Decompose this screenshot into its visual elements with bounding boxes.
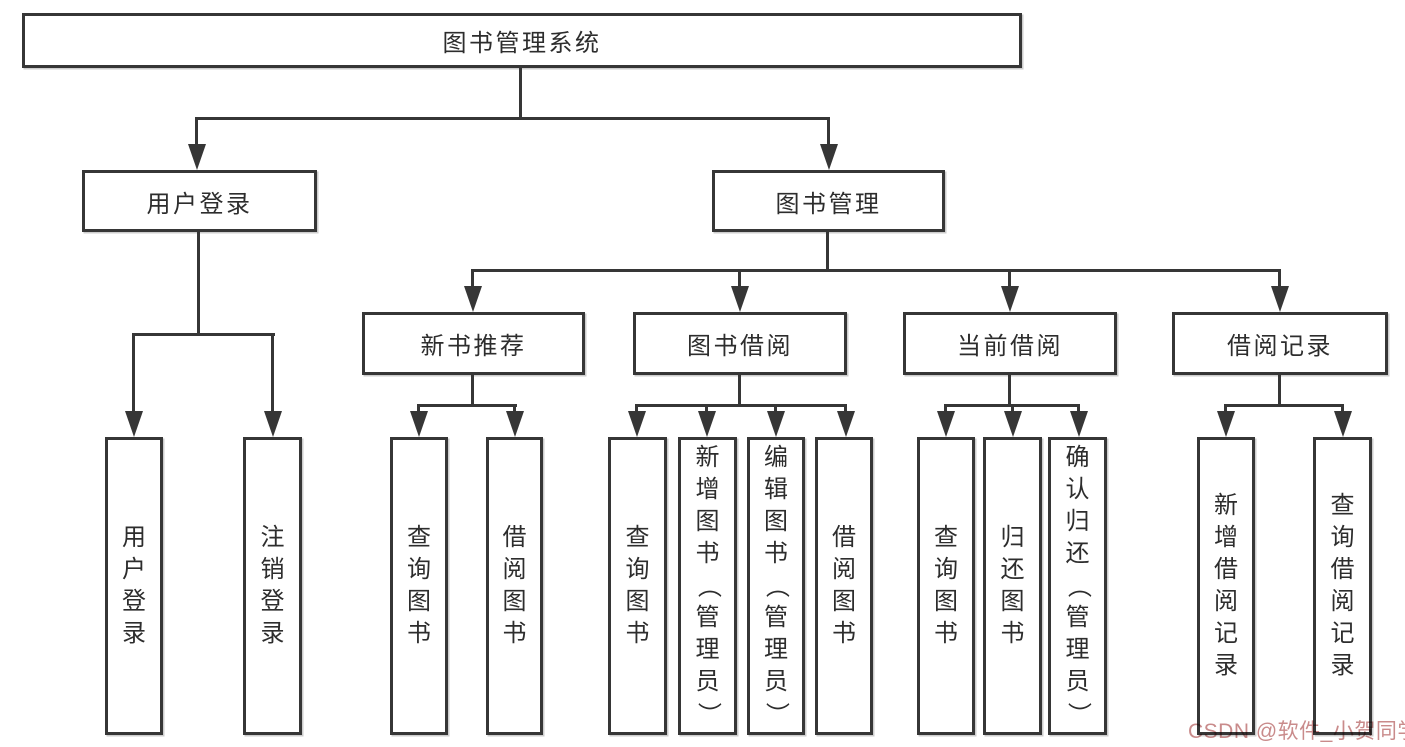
connector <box>635 404 847 407</box>
arrow-down-icon <box>1271 286 1289 312</box>
node-current-borrowing: 当前借阅 <box>903 312 1117 375</box>
node-label: 用户登录 <box>146 190 253 218</box>
node-label: 当前借阅 <box>957 333 1063 360</box>
node-label: 图书管理系统 <box>442 30 602 57</box>
arrow-down-icon <box>1217 411 1235 437</box>
node-user-login: 用户登录 <box>82 170 317 232</box>
arrow-down-icon <box>767 411 785 437</box>
leaf-logout: 注销登录 <box>243 437 302 735</box>
arrow-down-icon <box>410 411 428 437</box>
node-book-borrowing: 图书借阅 <box>633 312 847 375</box>
connector <box>1008 375 1011 407</box>
connector <box>132 333 135 415</box>
leaf-borrow-book: 借阅图书 <box>815 437 873 735</box>
connector <box>738 375 741 407</box>
node-label: 图书管理 <box>775 190 882 218</box>
connector <box>271 333 274 415</box>
arrow-down-icon <box>1070 411 1088 437</box>
node-library-management-system: 图书管理系统 <box>22 13 1022 68</box>
arrow-down-icon <box>698 411 716 437</box>
arrow-down-icon <box>937 411 955 437</box>
node-label: 图书借阅 <box>687 333 793 360</box>
connector <box>196 117 830 120</box>
leaf-add-borrow-record: 新增借阅记录 <box>1197 437 1255 735</box>
leaf-query-books-recommend: 查询图书 <box>390 437 448 735</box>
connector <box>826 232 829 272</box>
node-label: 借阅记录 <box>1227 333 1333 360</box>
csdn-watermark: CSDN @软件_小贺同学 <box>1188 720 1405 743</box>
connector <box>471 269 1281 272</box>
connector <box>197 232 200 336</box>
leaf-add-book-admin: 新增图书（管理员） <box>678 437 737 735</box>
arrow-down-icon <box>1001 286 1019 312</box>
arrow-down-icon <box>464 286 482 312</box>
connector <box>417 404 517 407</box>
arrow-down-icon <box>506 411 524 437</box>
leaf-borrow-books-recommend: 借阅图书 <box>486 437 543 735</box>
node-label: 新书推荐 <box>420 333 527 360</box>
node-book-management: 图书管理 <box>712 170 945 232</box>
arrow-down-icon <box>1334 411 1352 437</box>
arrow-down-icon <box>628 411 646 437</box>
leaf-user-login: 用户登录 <box>105 437 163 735</box>
connector <box>1278 375 1281 407</box>
leaf-query-borrow-record: 查询借阅记录 <box>1313 437 1372 735</box>
connector <box>471 375 474 407</box>
leaf-query-books-current: 查询图书 <box>917 437 975 735</box>
arrow-down-icon <box>264 411 282 437</box>
connector <box>1224 404 1344 407</box>
leaf-query-books-borrowing: 查询图书 <box>608 437 667 735</box>
arrow-down-icon <box>1004 411 1022 437</box>
arrow-down-icon <box>731 286 749 312</box>
connector <box>471 269 474 293</box>
leaf-edit-book-admin: 编辑图书（管理员） <box>747 437 805 735</box>
arrow-down-icon <box>125 411 143 437</box>
connector <box>827 117 830 151</box>
leaf-confirm-return-admin: 确认归还（管理员） <box>1048 437 1107 735</box>
node-borrow-records: 借阅记录 <box>1172 312 1388 375</box>
connector <box>519 68 522 119</box>
connector <box>738 269 741 293</box>
connector <box>1278 269 1281 293</box>
arrow-down-icon <box>188 144 206 170</box>
connector <box>132 333 275 336</box>
arrow-down-icon <box>820 144 838 170</box>
leaf-return-book: 归还图书 <box>983 437 1042 735</box>
connector <box>1008 269 1011 293</box>
arrow-down-icon <box>837 411 855 437</box>
node-new-book-recommend: 新书推荐 <box>362 312 585 375</box>
connector <box>195 117 198 151</box>
